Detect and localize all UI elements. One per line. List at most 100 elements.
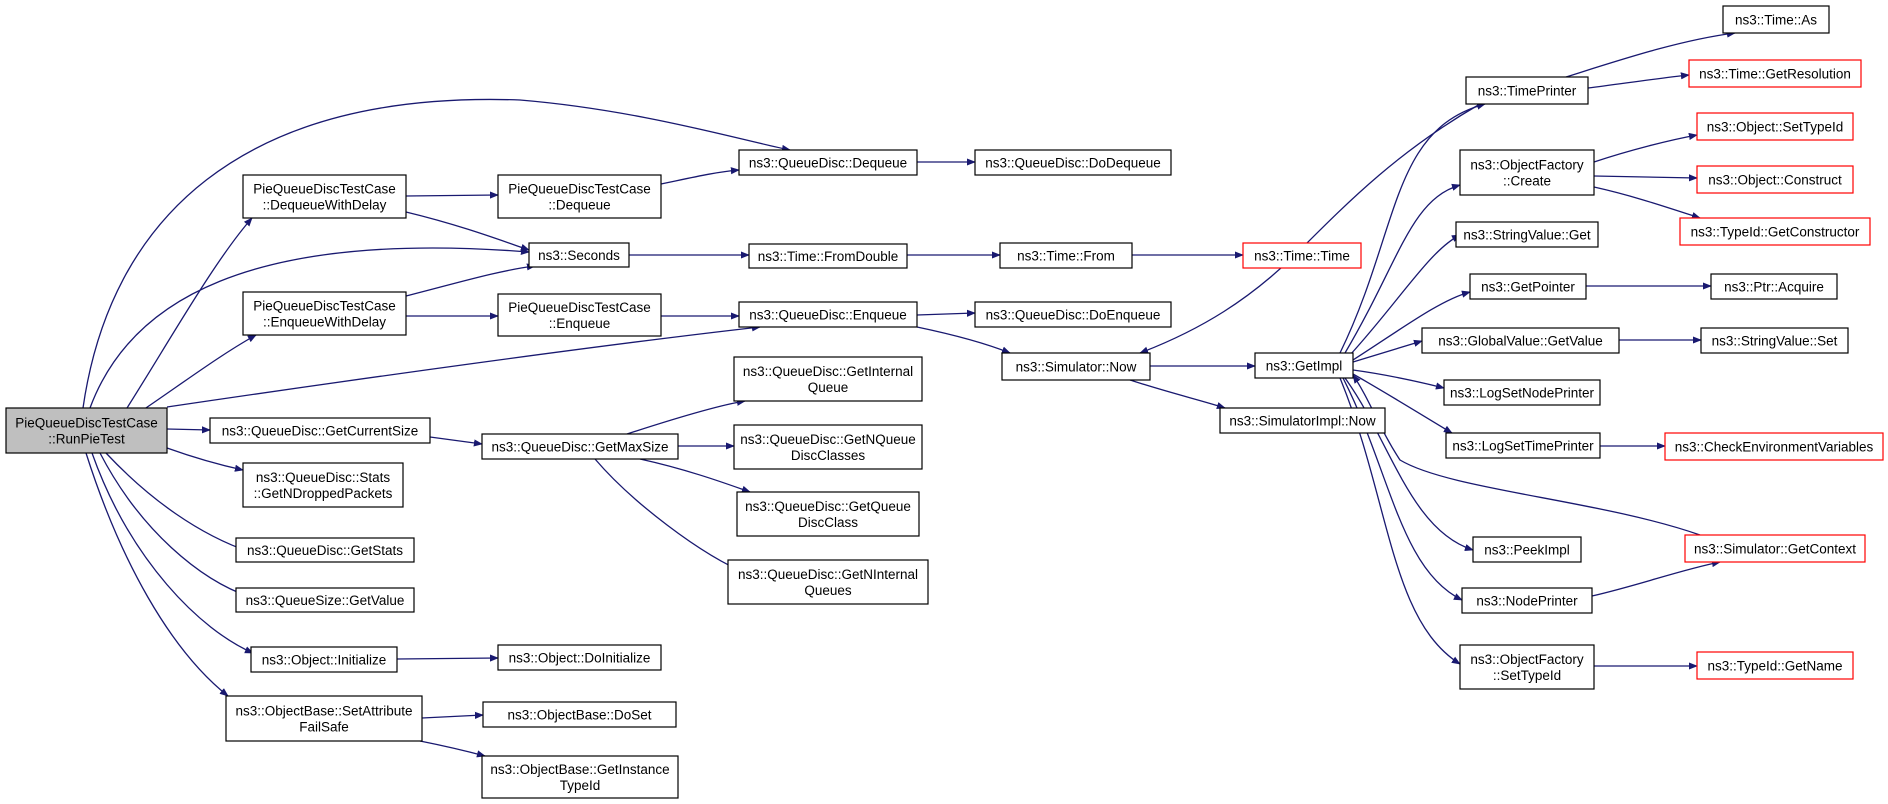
node-label: PieQueueDiscTestCase [253, 182, 396, 197]
node-ofSetTypeId[interactable]: ns3::ObjectFactory::SetTypeId [1459, 644, 1595, 690]
node-stringValueGet[interactable]: ns3::StringValue::Get [1455, 221, 1599, 248]
node-box [1679, 217, 1871, 246]
node-seconds[interactable]: ns3::Seconds [528, 242, 630, 268]
node-label: ::Dequeue [548, 198, 610, 213]
node-box [1455, 221, 1599, 248]
call-edge-simNow-to-simImplNow [1129, 379, 1226, 409]
call-edge-root-to-objectInitialize [91, 452, 254, 654]
node-box [235, 587, 415, 613]
node-gvGetValue[interactable]: ns3::GlobalValue::GetValue [1421, 327, 1620, 354]
call-edge-root-to-qdDequeue [82, 98, 791, 409]
node-simGetContext[interactable]: ns3::Simulator::GetContext [1684, 534, 1866, 563]
node-box [1242, 242, 1362, 269]
node-label: ns3::QueueSize::GetValue [246, 593, 405, 608]
node-label: ns3::QueueDisc::GetCurrentSize [222, 424, 419, 439]
node-label: FailSafe [299, 720, 349, 735]
node-getMaxSize[interactable]: ns3::QueueDisc::GetMaxSize [481, 433, 679, 460]
node-label: ::RunPieTest [48, 432, 125, 447]
call-edge-getImpl-to-ofCreate [1344, 183, 1461, 354]
node-pieEnqueue[interactable]: PieQueueDiscTestCase::Enqueue [497, 293, 662, 337]
node-label: Queue [808, 380, 849, 395]
call-edge-getImpl-to-logSetNodePrinter [1352, 369, 1445, 390]
node-box [1469, 273, 1587, 300]
node-label: ns3::Object::SetTypeId [1707, 120, 1844, 135]
node-doSet[interactable]: ns3::ObjectBase::DoSet [482, 701, 677, 728]
node-objConstruct[interactable]: ns3::Object::Construct [1696, 165, 1854, 194]
node-timeFrom[interactable]: ns3::Time::From [999, 242, 1133, 269]
node-typeIdGetConstructor[interactable]: ns3::TypeId::GetConstructor [1679, 217, 1871, 246]
node-getNDropped[interactable]: ns3::QueueDisc::Stats::GetNDroppedPacket… [242, 462, 404, 508]
node-getPointer[interactable]: ns3::GetPointer [1469, 273, 1587, 300]
node-timeFromDouble[interactable]: ns3::Time::FromDouble [748, 243, 908, 269]
node-label: ns3::Time::FromDouble [758, 249, 899, 264]
node-box [1421, 327, 1620, 354]
node-nodePrinter[interactable]: ns3::NodePrinter [1461, 587, 1593, 614]
node-label: ns3::PeekImpl [1484, 543, 1570, 558]
node-getCurrentSize[interactable]: ns3::QueueDisc::GetCurrentSize [209, 417, 431, 444]
node-objSetTypeId[interactable]: ns3::Object::SetTypeId [1696, 112, 1854, 141]
node-timePrinter[interactable]: ns3::TimePrinter [1465, 76, 1589, 105]
node-box [974, 149, 1172, 176]
node-root[interactable]: PieQueueDiscTestCase::RunPieTest [5, 407, 168, 454]
node-box [497, 293, 662, 337]
node-ptrAcquire[interactable]: ns3::Ptr::Acquire [1710, 273, 1838, 300]
node-label: ns3::Ptr::Acquire [1724, 280, 1824, 295]
node-label: ns3::Time::As [1735, 13, 1817, 28]
call-edge-nodePrinter-to-simGetContext [1591, 560, 1721, 597]
node-timeTime[interactable]: ns3::Time::Time [1242, 242, 1362, 269]
node-simNow[interactable]: ns3::Simulator::Now [1001, 352, 1151, 381]
node-doDequeue[interactable]: ns3::QueueDisc::DoDequeue [974, 149, 1172, 176]
node-box [736, 491, 920, 537]
node-label: ns3::Time::Time [1254, 249, 1350, 264]
node-timeAs[interactable]: ns3::Time::As [1722, 5, 1830, 34]
node-simImplNow[interactable]: ns3::SimulatorImpl::Now [1219, 407, 1386, 434]
node-box [1459, 644, 1595, 690]
node-box [209, 417, 431, 444]
node-box [1472, 536, 1582, 563]
call-edge-getImpl-to-getPointer [1352, 290, 1471, 361]
node-ofCreate[interactable]: ns3::ObjectFactory::Create [1459, 149, 1595, 196]
node-label: ns3::ObjectFactory [1470, 652, 1584, 667]
call-edge-root-to-queueSizeGetValue [99, 452, 251, 598]
node-logSetNodePrinter[interactable]: ns3::LogSetNodePrinter [1443, 379, 1601, 406]
node-stringValueSet[interactable]: ns3::StringValue::Set [1700, 327, 1849, 354]
node-box [497, 644, 662, 671]
call-edge-ofCreate-to-objConstruct [1593, 174, 1698, 182]
call-edge-getMaxSize-to-getNInternalQueues [594, 458, 751, 576]
node-box [481, 755, 679, 799]
node-queueSizeGetValue[interactable]: ns3::QueueSize::GetValue [235, 587, 415, 613]
call-edge-getImpl-to-stringValueGet [1349, 234, 1461, 356]
node-label: ns3::GlobalValue::GetValue [1438, 334, 1603, 349]
node-dequeueWithDelay[interactable]: PieQueueDiscTestCase::DequeueWithDelay [242, 174, 407, 219]
node-getImpl[interactable]: ns3::GetImpl [1254, 352, 1354, 379]
call-edge-pieDequeue-to-qdDequeue [660, 167, 740, 185]
node-qdEnqueue[interactable]: ns3::QueueDisc::Enqueue [738, 301, 918, 328]
node-peekImpl[interactable]: ns3::PeekImpl [1472, 536, 1582, 563]
node-enqueueWithDelay[interactable]: PieQueueDiscTestCase::EnqueueWithDelay [242, 291, 407, 336]
node-getStats[interactable]: ns3::QueueDisc::GetStats [235, 537, 415, 563]
node-label: ::GetNDroppedPackets [254, 486, 393, 501]
node-logSetTimePrinter[interactable]: ns3::LogSetTimePrinter [1445, 432, 1601, 459]
edge-layer [82, 30, 1736, 758]
node-box [1461, 587, 1593, 614]
node-pieDequeue[interactable]: PieQueueDiscTestCase::Dequeue [497, 174, 662, 219]
call-edge-dequeueWithDelay-to-pieDequeue [405, 191, 499, 199]
node-doEnqueue[interactable]: ns3::QueueDisc::DoEnqueue [974, 301, 1172, 328]
node-box [1219, 407, 1386, 434]
node-checkEnvVars[interactable]: ns3::CheckEnvironmentVariables [1664, 432, 1884, 461]
node-typeIdGetName[interactable]: ns3::TypeId::GetName [1696, 651, 1854, 680]
node-qdDequeue[interactable]: ns3::QueueDisc::Dequeue [738, 149, 918, 176]
node-objectInitialize[interactable]: ns3::Object::Initialize [250, 646, 398, 673]
call-edge-setAttrFailSafe-to-doSet [421, 711, 484, 719]
node-label: DiscClasses [791, 448, 866, 463]
call-edge-enqueueWithDelay-to-seconds [405, 263, 536, 297]
node-timeGetResolution[interactable]: ns3::Time::GetResolution [1688, 59, 1862, 88]
node-doInitialize[interactable]: ns3::Object::DoInitialize [497, 644, 662, 671]
node-label: ns3::GetPointer [1481, 280, 1575, 295]
